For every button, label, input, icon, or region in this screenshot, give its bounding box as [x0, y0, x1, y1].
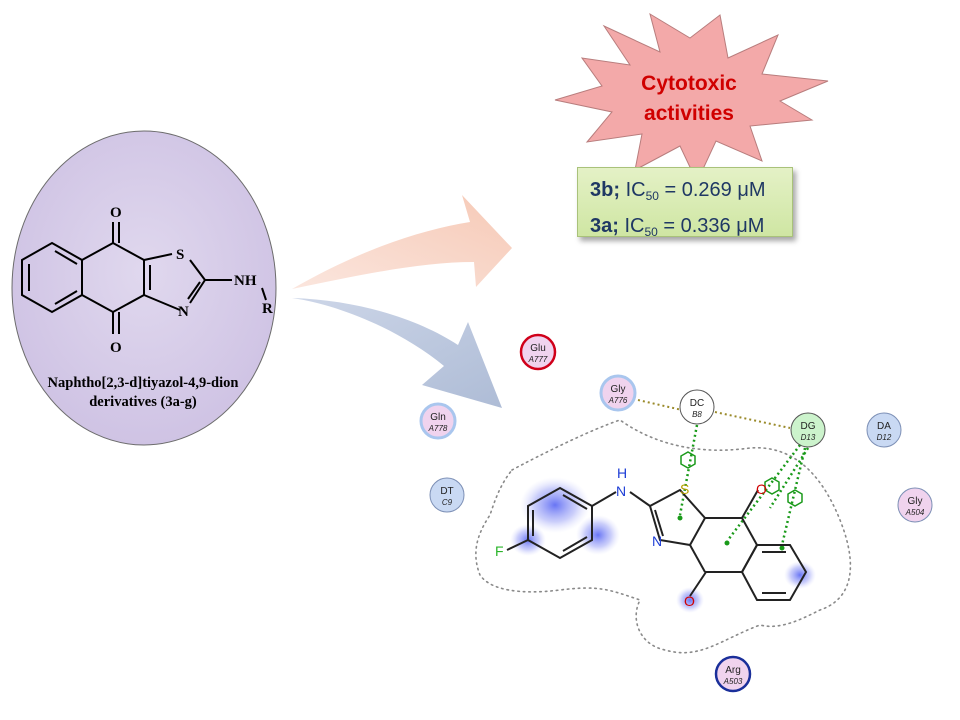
scaffold-nh: NH [234, 273, 257, 289]
scaffold-title: Naphtho[2,3-d]tiyazol-4,9-dion derivativ… [48, 375, 239, 410]
burst-text: Cytotoxic activities [641, 72, 737, 125]
residue-chain: D13 [801, 433, 816, 442]
compound-3a: 3a; [590, 215, 619, 237]
scaffold-r: R [262, 301, 273, 317]
scaffold-s: S [176, 247, 184, 263]
residue-chain: B8 [692, 410, 702, 419]
ic50-row-3b: 3b; IC50 = 0.269 μM [590, 179, 766, 203]
residue-name: Gln [430, 412, 446, 423]
upper-arrow [292, 195, 512, 289]
burst-line2: activities [644, 102, 734, 125]
residue-chain: D12 [877, 433, 892, 442]
scaffold-title-line1: Naphtho[2,3-d]tiyazol-4,9-dion [48, 375, 239, 391]
residue-chain: A778 [428, 424, 448, 433]
ligand-o-top: O [756, 481, 767, 497]
residue-chain: C9 [442, 498, 453, 507]
residue-name: DT [440, 486, 453, 497]
lower-arrow [292, 298, 502, 408]
scaffold-structure [21, 222, 267, 334]
ligand-h: H [617, 465, 627, 481]
residue-name: Glu [530, 343, 546, 354]
scaffold-o-top: O [110, 205, 122, 221]
residue-name: DC [690, 398, 704, 409]
ligand-s: S [680, 481, 689, 497]
ic50-row-3a: 3a; IC50 = 0.336 μM [590, 215, 765, 239]
residue-name: DA [877, 421, 891, 432]
burst-shape [554, 12, 829, 184]
ligand-o-bottom: O [684, 593, 695, 609]
scaffold-title-line2: derivatives (3a-g) [89, 394, 197, 410]
residue-chain: A504 [905, 508, 925, 517]
residue-chain: A777 [528, 355, 548, 364]
scaffold-labels: O O S N NH R [110, 205, 273, 356]
compound-3b: 3b; [590, 179, 620, 201]
ligand-n-ring: N [652, 533, 662, 549]
ic50-box: 3b; IC50 = 0.269 μM 3a; IC50 = 0.336 μM [577, 167, 793, 239]
residue-chain: A503 [723, 677, 743, 686]
residue-name: Gly [908, 496, 923, 507]
burst-line1: Cytotoxic [641, 72, 737, 95]
residue-chain: A776 [608, 396, 628, 405]
scaffold-n: N [178, 304, 189, 320]
ligand-f: F [495, 543, 504, 559]
binding-pocket-outline [475, 419, 852, 654]
ligand-n-amine: N [616, 483, 626, 499]
scaffold-o-bottom: O [110, 340, 122, 356]
residue-name: Arg [725, 665, 741, 676]
residue-name: DG [801, 421, 816, 432]
residue-name: Gly [611, 384, 626, 395]
